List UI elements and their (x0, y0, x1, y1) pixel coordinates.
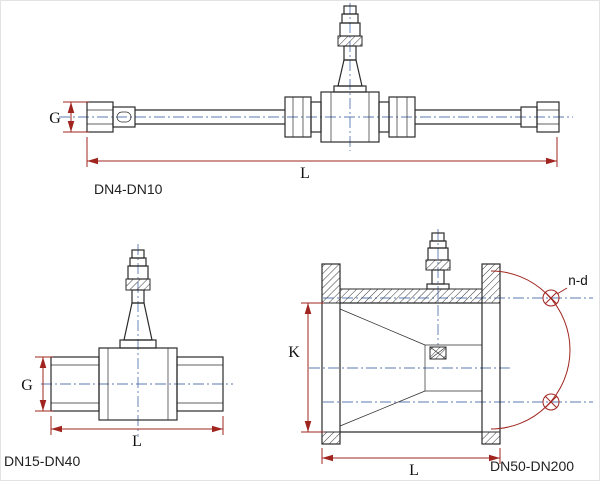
dn4-dn10-meter-drawing (86, 91, 560, 143)
caption-dn50-dn200: DN50-DN200 (490, 458, 574, 474)
dn50-dn200-meter-drawing (321, 263, 501, 445)
dn15-dn40-meter-drawing (50, 347, 224, 421)
dimension-g-dn15: G (21, 356, 53, 412)
dn4-dn10-sensor-drawing (333, 5, 367, 93)
dimension-k-dn50: K (288, 302, 324, 433)
bolt-circle-drawing: n-d (490, 270, 588, 430)
caption-dn15-dn40: DN15-DN40 (4, 453, 80, 469)
dn15-dn40-sensor-drawing (119, 249, 157, 349)
dn15-dn40-view: G L DN15-DN40 (4, 244, 233, 469)
dim-label-l: L (132, 433, 142, 450)
bolt-holes-label: n-d (568, 273, 588, 288)
dim-label-g: G (21, 377, 33, 394)
caption-dn4-dn10: DN4-DN10 (94, 181, 163, 197)
dimension-l-dn15: L (50, 416, 224, 450)
dim-label-l: L (409, 462, 419, 479)
dimension-l-dn4: L (86, 137, 558, 182)
dimension-l-dn50: L (321, 448, 501, 479)
dim-label-l: L (300, 165, 310, 182)
dn50-dn200-centerlines (309, 229, 593, 403)
dimension-g-dn4: G (49, 101, 89, 133)
dn4-dn10-centerlines (59, 3, 573, 151)
dim-label-k: K (288, 344, 300, 361)
dn4-dn10-view: G L DN4-DN10 (49, 3, 573, 197)
dn50-dn200-sensor-drawing (425, 232, 451, 290)
dn50-dn200-view: n-d K L DN50-DN200 (288, 229, 593, 479)
dim-label-g: G (49, 110, 61, 127)
